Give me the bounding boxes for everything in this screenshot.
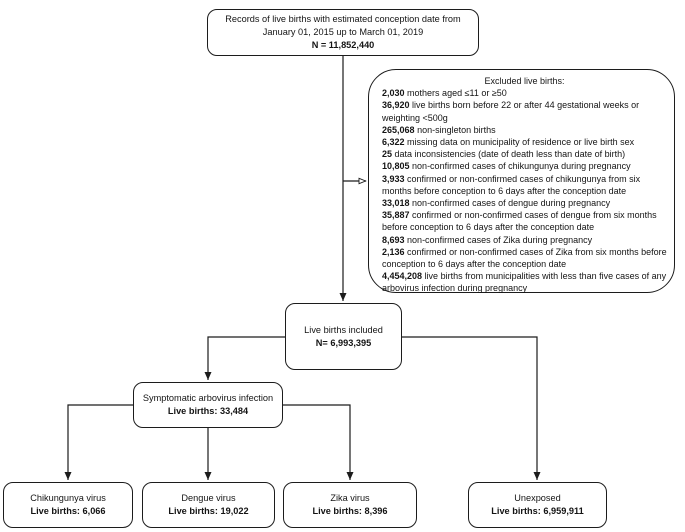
records-box: Records of live births with estimated co…: [207, 9, 479, 56]
zika-n: Live births: 8,396: [312, 506, 388, 516]
exclusion-item: 8,693 non-confirmed cases of Zika during…: [382, 234, 593, 245]
dengue-label: Dengue virus: [181, 493, 236, 503]
included-n: N= 6,993,395: [315, 337, 372, 348]
exclusion-item: 2,136 confirmed or non-confirmed cases o…: [382, 246, 667, 270]
connector-symptomatic-to-chikungunya: [64, 404, 133, 480]
exclusion-item: 10,805 non-confirmed cases of chikunguny…: [382, 161, 631, 172]
dengue-box: Dengue virus Live births: 19,022: [142, 482, 275, 528]
exclusion-item: 35,887 confirmed or non-confirmed cases …: [382, 210, 657, 233]
exclusion-title: Excluded live births:: [484, 76, 565, 86]
exclusion-item: 3,933 confirmed or non-confirmed cases o…: [382, 173, 641, 196]
dengue-n: Live births: 19,022: [168, 506, 249, 516]
unexposed-label: Unexposed: [514, 493, 561, 503]
zika-box: Zika virus Live births: 8,396: [283, 482, 417, 528]
zika-label: Zika virus: [330, 493, 370, 503]
unexposed-box: Unexposed Live births: 6,959,911: [468, 482, 607, 528]
records-n: N = 11,852,440: [311, 40, 375, 50]
chikungunya-box: Chikungunya virus Live births: 6,066: [3, 482, 133, 528]
included-label: Live births included: [304, 324, 383, 335]
unexposed-n: Live births: 6,959,911: [491, 506, 584, 516]
records-line1: Records of live births with estimated co…: [225, 14, 461, 24]
symptomatic-box: Symptomatic arbovirus infection Live bir…: [133, 382, 283, 428]
exclusion-item: 4,454,208 live births from municipalitie…: [382, 271, 667, 294]
exclusion-item: 33,018 non-confirmed cases of dengue dur…: [382, 198, 611, 209]
symptomatic-label: Symptomatic arbovirus infection: [142, 393, 274, 403]
connector-symptomatic-to-zika: [283, 404, 354, 480]
exclusion-item: 6,322 missing data on municipality of re…: [382, 137, 635, 148]
exclusion-item: 25 data inconsistencies (date of death l…: [382, 149, 626, 160]
connector-included-to-symptomatic: [204, 336, 285, 380]
chikungunya-label: Chikungunya virus: [30, 493, 106, 503]
chikungunya-n: Live births: 6,066: [30, 506, 106, 516]
exclusion-item: 36,920 live births born before 22 or aft…: [382, 100, 640, 123]
exclusion-box: Excluded live births: 2,030 mothers aged…: [368, 69, 675, 293]
exclusion-item: 265,068 non-singleton births: [382, 124, 496, 135]
symptomatic-n: Live births: 33,484: [167, 406, 249, 416]
included-box: Live births included N= 6,993,395: [285, 303, 402, 370]
connector-included-to-unexposed: [402, 336, 541, 480]
records-line2: January 01, 2015 up to March 01, 2019: [262, 27, 424, 37]
exclusion-item: 2,030 mothers aged ≤11 or ≥50: [382, 88, 507, 99]
